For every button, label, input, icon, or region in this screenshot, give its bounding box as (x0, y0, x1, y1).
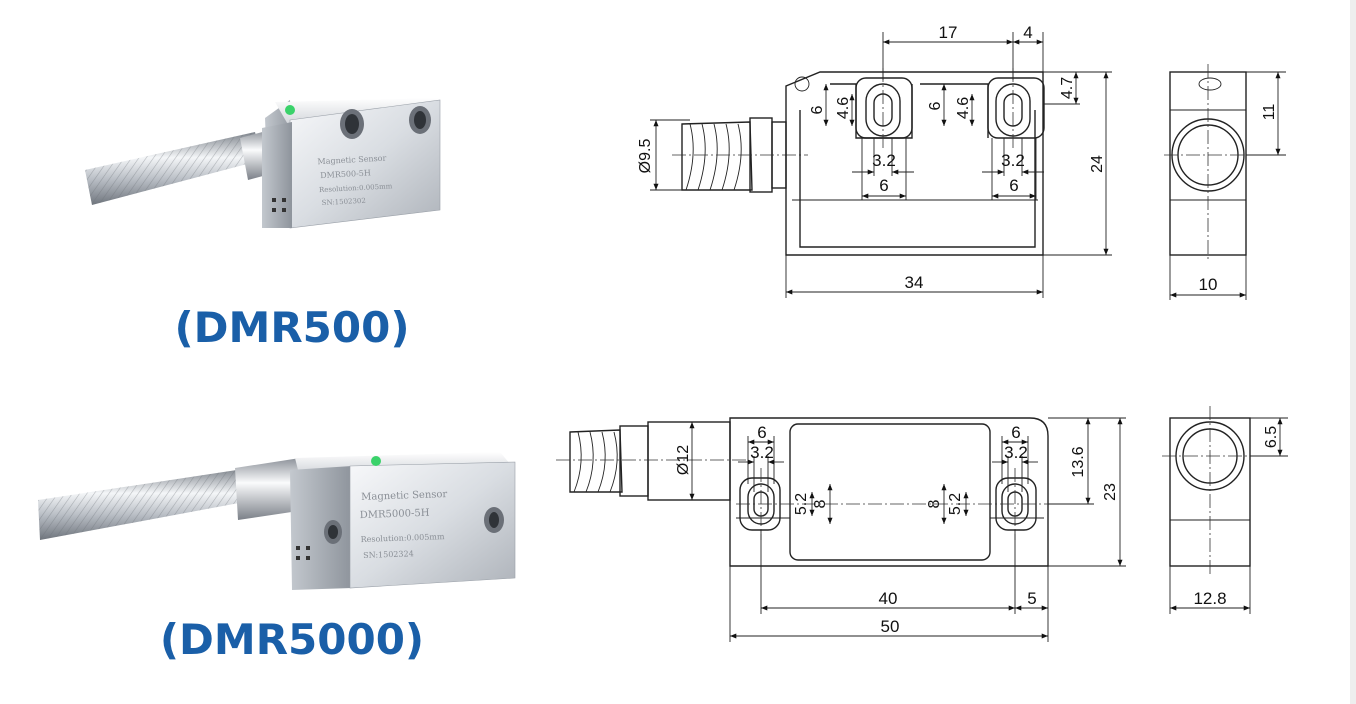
engraving-line: Resolution:0.005mm (360, 532, 445, 544)
dim-label: 23 (1102, 483, 1119, 501)
engraving-line: DMR500-5H (320, 168, 371, 180)
dmr5000-photo: Magnetic Sensor DMR5000-5H Resolution:0.… (38, 452, 516, 590)
dim-label: 6 (1009, 176, 1018, 195)
dim-label: Ø9.5 (637, 139, 654, 174)
dmr5000-side-drawing: 6.5 12.8 (1162, 406, 1288, 614)
page-edge (1350, 0, 1356, 704)
dim-label: 6 (757, 423, 766, 442)
engraving-line: SN:1502302 (321, 197, 366, 207)
dim-label: 12.8 (1193, 589, 1226, 608)
led-indicator-icon (371, 456, 381, 466)
dmr500-side-drawing: 11 10 (1164, 64, 1286, 300)
dim-label: 34 (905, 273, 924, 292)
dim-label: 6.5 (1263, 426, 1280, 448)
dim-label: 5.2 (793, 493, 810, 515)
dim-label: 40 (879, 589, 898, 608)
dim-label: 3.2 (1001, 151, 1025, 170)
dim-label: 6 (1011, 423, 1020, 442)
dim-label: 4.7 (1059, 77, 1076, 99)
led-indicator-icon (285, 105, 295, 115)
engraving-line: Magnetic Sensor (361, 489, 448, 503)
engraving-line: DMR5000-5H (360, 508, 430, 521)
dim-label: Ø12 (675, 445, 692, 475)
dim-label: 17 (939, 23, 958, 42)
dim-label: 8 (812, 499, 829, 508)
dim-label: 11 (1261, 104, 1278, 121)
dim-label: 5.2 (947, 493, 964, 515)
dim-label: 8 (926, 499, 943, 508)
dim-label: 5 (1027, 589, 1036, 608)
dim-label: 3.2 (750, 443, 774, 462)
dim-label: 4.6 (835, 97, 852, 119)
dim-label: 3.2 (872, 151, 896, 170)
dmr500-front-drawing: 17 4 6 4.6 6 4.6 4.7 24 Ø9.5 3.2 6 (637, 23, 1112, 298)
dim-label: 10 (1199, 275, 1218, 294)
dim-label: 13.6 (1070, 446, 1087, 477)
dim-label: 50 (881, 617, 900, 636)
dmr500-photo: Magnetic Sensor DMR500-5H Resolution:0.0… (85, 98, 441, 229)
engraving-line: Magnetic Sensor (317, 154, 386, 167)
engraving-line: SN:1502324 (363, 549, 414, 560)
dim-label: 4 (1023, 23, 1032, 42)
dim-label: 6 (879, 176, 888, 195)
dmr5000-front-drawing: 6 3.2 5.2 8 6 3.2 8 5.2 Ø12 13.6 23 (556, 417, 1126, 642)
engraving-line: Resolution:0.005mm (319, 182, 393, 194)
dim-label: 3.2 (1004, 443, 1028, 462)
model-label-dmr500: (DMR500) (174, 303, 409, 352)
model-label-dmr5000: (DMR5000) (160, 615, 424, 664)
dim-label: 6 (927, 101, 944, 110)
dim-label: 4.6 (955, 97, 972, 119)
dim-label: 6 (809, 105, 826, 114)
dim-label: 24 (1089, 155, 1106, 173)
